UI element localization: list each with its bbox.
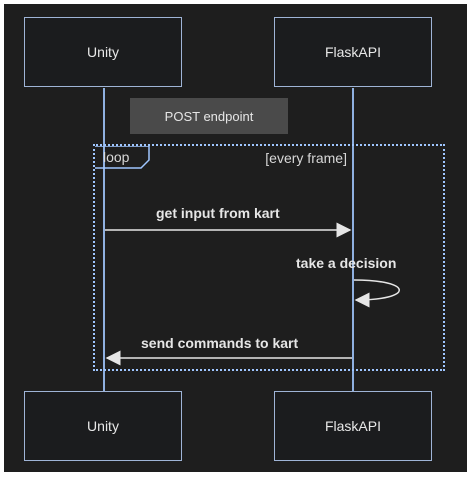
arrow-self-decision xyxy=(353,279,400,308)
participant-unity-bottom: Unity xyxy=(24,391,182,461)
message-send-commands: send commands to kart xyxy=(141,335,299,351)
note-post-endpoint: POST endpoint xyxy=(130,98,288,134)
message-arrows xyxy=(105,222,400,366)
message-get-input: get input from kart xyxy=(156,205,280,221)
participant-flaskapi-bottom: FlaskAPI xyxy=(274,391,432,461)
loop-label: loop xyxy=(103,149,130,165)
loop-fragment: loop [every frame] xyxy=(93,144,445,371)
participant-unity-top: Unity xyxy=(24,17,182,87)
message-take-decision: take a decision xyxy=(296,255,397,271)
sequence-diagram: Unity FlaskAPI Unity FlaskAPI POST endpo… xyxy=(4,4,467,472)
unity-lifeline xyxy=(103,88,105,392)
participant-flaskapi-top: FlaskAPI xyxy=(274,17,432,87)
flaskapi-lifeline xyxy=(352,88,354,392)
loop-condition: [every frame] xyxy=(265,150,347,166)
loop-tab xyxy=(95,146,150,169)
